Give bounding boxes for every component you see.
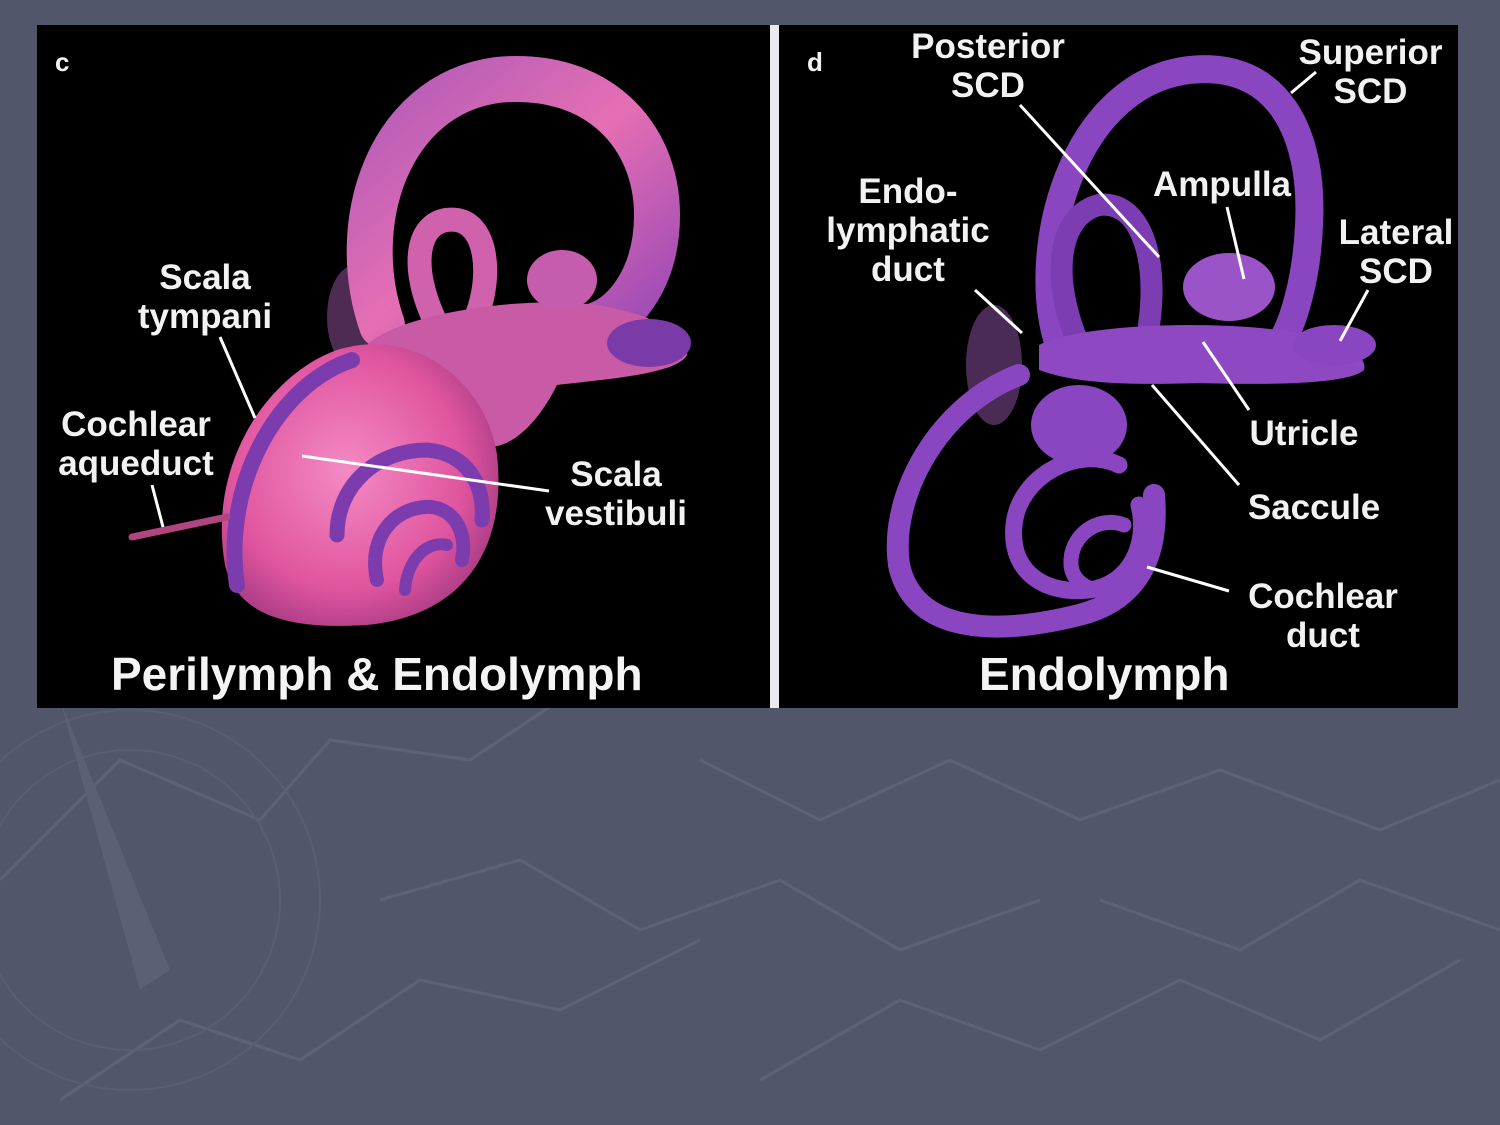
label-utricle: Utricle bbox=[1249, 414, 1359, 453]
panel-c-caption: Perilymph & Endolymph bbox=[111, 648, 643, 700]
label-endolymphatic-duct: Endo- lymphatic duct bbox=[826, 172, 990, 289]
panel-letter-d: d bbox=[807, 47, 823, 77]
label-cochlear-duct: Cochlear duct bbox=[1248, 577, 1398, 655]
panel-d-endolymph: d Posterior SCD Superior SCD Endo- lymph… bbox=[779, 25, 1458, 708]
panel-c-perilymph-endolymph: c Scala tympani Cochlear aqueduct Scala … bbox=[37, 25, 770, 708]
label-lateral-scd: Lateral SCD bbox=[1338, 213, 1454, 291]
labyrinth-illustration-d bbox=[886, 55, 1376, 638]
figure: c Scala tympani Cochlear aqueduct Scala … bbox=[37, 25, 1458, 708]
label-cochlear-aqueduct: Cochlear aqueduct bbox=[58, 405, 214, 483]
label-scala-vestibuli: Scala vestibuli bbox=[545, 455, 687, 533]
panel-divider bbox=[770, 25, 779, 708]
label-scala-tympani: Scala tympani bbox=[137, 258, 273, 336]
labyrinth-illustration-c bbox=[128, 56, 691, 626]
panel-letter-c: c bbox=[55, 47, 70, 77]
label-superior-scd: Superior SCD bbox=[1298, 33, 1443, 111]
label-ampulla: Ampulla bbox=[1152, 165, 1292, 204]
panel-d-caption: Endolymph bbox=[979, 648, 1230, 700]
label-posterior-scd: Posterior SCD bbox=[911, 27, 1065, 105]
label-saccule: Saccule bbox=[1247, 488, 1381, 527]
